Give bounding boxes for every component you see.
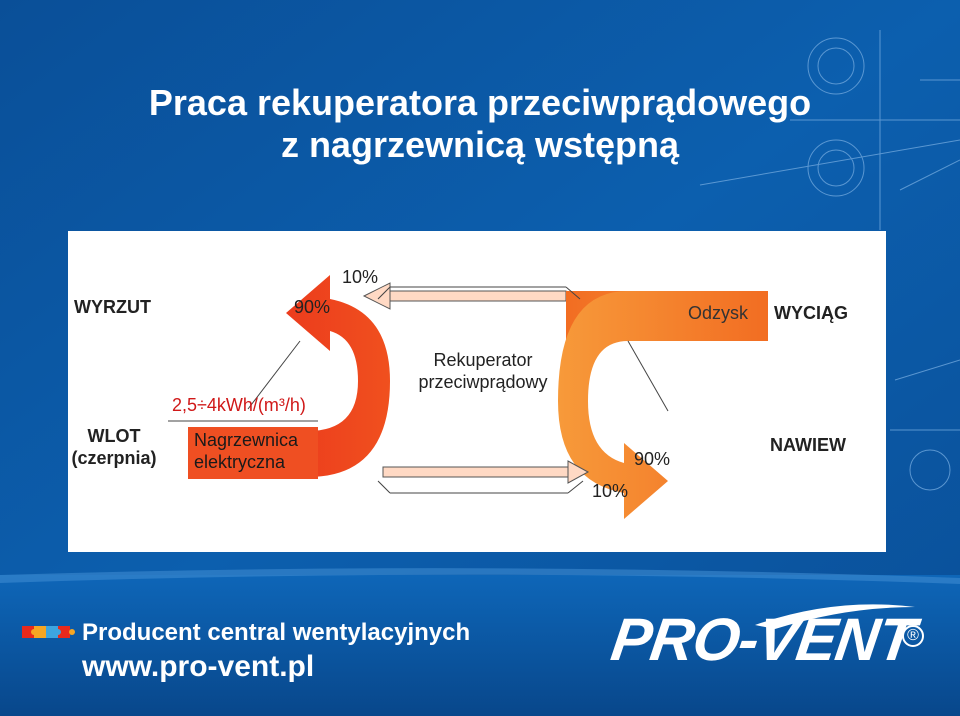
title-line-2: z nagrzewnicą wstępną (280, 124, 680, 165)
wlot-line-1: WLOT (87, 426, 141, 446)
pro-vent-logo-swoosh (755, 604, 915, 629)
bottom-flow-arrow (382, 460, 590, 484)
slide-title: Praca rekuperatora przeciwprądowego z na… (80, 82, 880, 166)
label-rekuperator: Rekuperator przeciwprądowy (408, 349, 558, 393)
footer-url[interactable]: www.pro-vent.pl (82, 650, 315, 683)
registered-mark: ® (902, 625, 924, 647)
title-line-1: Praca rekuperatora przeciwprądowego (148, 82, 812, 123)
pro-vent-logo: PRO-VENT (607, 606, 919, 673)
puzzle-icon (22, 626, 75, 638)
label-left-90: 90% (294, 297, 331, 317)
technical-drawing-decoration (699, 30, 960, 491)
recuperator-frame (168, 286, 669, 494)
label-heater: Nagrzewnica elektryczna (194, 429, 298, 473)
label-odzysk: Odzysk (688, 303, 749, 323)
recuperator-diagram (168, 275, 768, 519)
footer-tagline: Producent central wentylacyjnych (82, 619, 471, 646)
heater-line-1: Nagrzewnica (194, 430, 299, 450)
label-top-10: 10% (342, 267, 379, 287)
left-curved-arrow (188, 275, 390, 477)
label-nawiew: NAWIEW (770, 435, 846, 455)
label-power: 2,5÷4kWh/(m³/h) (172, 395, 306, 415)
rekuperator-line-1: Rekuperator (433, 350, 533, 370)
top-flow-arrow (362, 282, 567, 310)
heater-box (188, 427, 318, 479)
label-wyrzut: WYRZUT (74, 297, 151, 317)
label-wyciag: WYCIĄG (774, 303, 848, 323)
diagram-panel: WYRZUT 10% 90% Odzysk WYCIĄG Rekuperator… (68, 231, 886, 552)
wlot-line-2: (czerpnia) (71, 448, 157, 468)
rekuperator-line-2: przeciwprądowy (418, 372, 548, 392)
right-curved-arrow (558, 291, 768, 519)
heater-line-2: elektryczna (194, 452, 286, 472)
label-wlot: WLOT (czerpnia) (68, 425, 160, 469)
label-right-90: 90% (634, 449, 671, 469)
label-bottom-10: 10% (592, 481, 629, 501)
